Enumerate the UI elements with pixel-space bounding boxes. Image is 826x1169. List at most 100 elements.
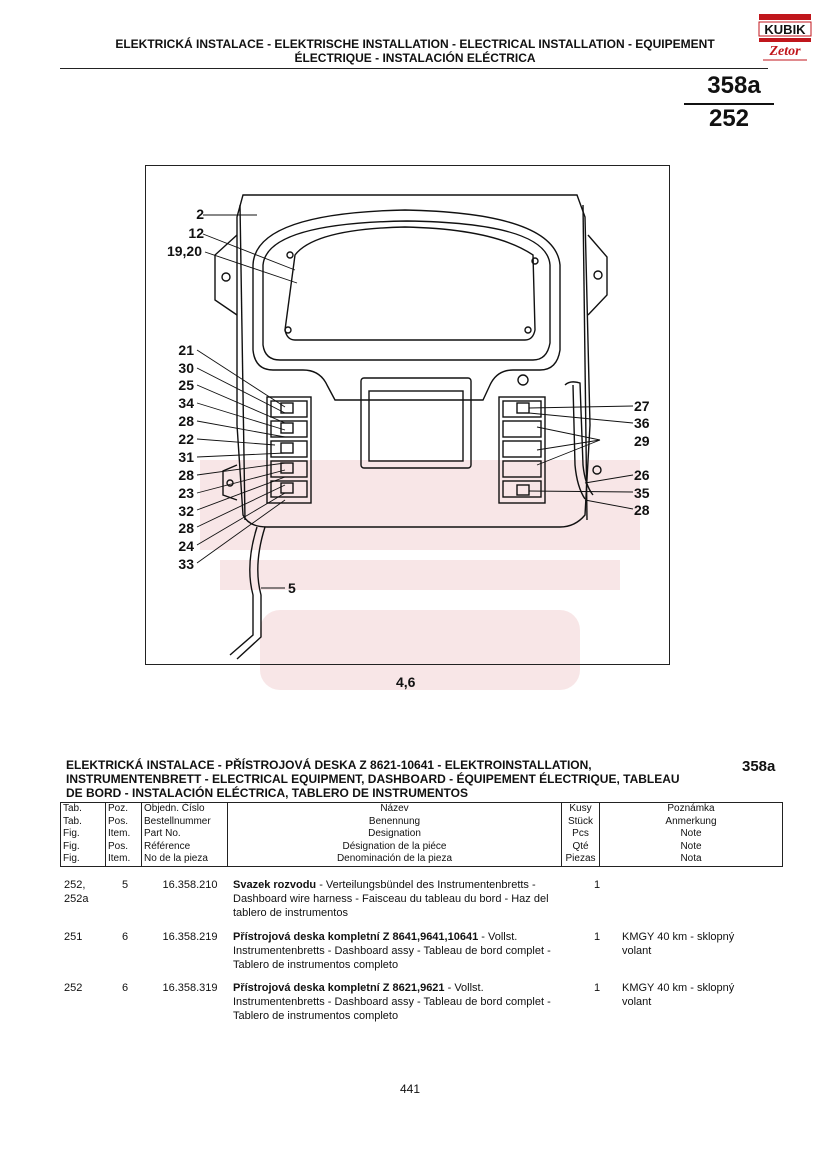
row-pos: 6 xyxy=(121,982,129,994)
row-designation: Přístrojová deska kompletní Z 8621,9621 … xyxy=(233,981,559,1023)
col-note-label: Anmerkung xyxy=(665,815,717,827)
col-name-label: Designation xyxy=(368,828,421,840)
callout-label: 28 xyxy=(178,467,194,483)
row-note: KMGY 40 km - sklopný volant xyxy=(622,931,735,957)
col-tab: Tab. Tab. Fig. Fig. Fig. xyxy=(60,802,106,867)
callout-label: 26 xyxy=(634,467,650,483)
col-name: Název Benennung Designation Désignation … xyxy=(227,802,562,867)
parts-row: 251 6 16.358.219 Přístrojová deska kompl… xyxy=(0,930,826,976)
col-tab-label: Fig. xyxy=(63,828,80,840)
callout-label: 34 xyxy=(178,395,194,411)
dashboard-diagram xyxy=(196,194,634,660)
page-ref-divider xyxy=(684,103,774,105)
document-header: ELEKTRICKÁ INSTALACE - ELEKTRISCHE INSTA… xyxy=(60,37,770,65)
figure-label: 4,6 xyxy=(396,674,416,690)
callout-label: 22 xyxy=(178,431,194,447)
col-part: Objedn. Číslo Bestellnummer Part No. Réf… xyxy=(141,802,228,867)
row-part-no: 16.358.210 xyxy=(162,879,218,891)
col-pos: Poz. Pos. Item. Pos. Item. xyxy=(105,802,142,867)
row-designation-bold: Svazek rozvodu xyxy=(233,879,317,891)
callout-label: 29 xyxy=(634,433,650,449)
col-note-label: Note xyxy=(680,840,702,852)
row-tab: 252, 252a xyxy=(64,879,89,905)
page-ref-bottom: 252 xyxy=(708,105,750,132)
kubik-watermark xyxy=(200,460,640,700)
section-title: ELEKTRICKÁ INSTALACE - PŘÍSTROJOVÁ DESKA… xyxy=(66,758,736,800)
section-number: 358a xyxy=(742,758,776,775)
col-tab-label: Tab. xyxy=(63,815,82,827)
col-qty: Kusy Stück Pcs Qté Piezas xyxy=(561,802,600,867)
callout-label: 32 xyxy=(178,503,194,519)
row-designation-rest: - Vollst. Instrumentenbretts - Dashboard… xyxy=(233,931,551,971)
col-part-label: Objedn. Číslo xyxy=(144,803,205,814)
row-tab: 251 xyxy=(64,931,83,943)
col-pos-label: Item. xyxy=(108,853,131,865)
section-title-line3: DE BORD - INSTALACIÓN ELÉCTRICA, TABLERO… xyxy=(66,786,468,800)
row-designation-bold: Přístrojová deska kompletní Z 8641,9641,… xyxy=(233,931,479,943)
col-pos-label: Poz. xyxy=(108,803,129,814)
page-number: 441 xyxy=(400,1082,421,1096)
row-designation-bold: Přístrojová deska kompletní Z 8621,9621 xyxy=(233,982,445,994)
col-qty-label: Piezas xyxy=(565,853,596,865)
parts-row: 252, 252a 5 16.358.210 Svazek rozvodu - … xyxy=(0,878,826,924)
row-note: KMGY 40 km - sklopný volant xyxy=(622,982,735,1008)
col-part-label: Bestellnummer xyxy=(144,815,211,827)
page-ref-top: 358a xyxy=(707,72,761,99)
col-part-label: Référence xyxy=(144,840,191,852)
kubik-zetor-logo: KUBIK Zetor xyxy=(757,10,813,66)
callout-label: 36 xyxy=(634,415,650,431)
col-note-label: Nota xyxy=(680,853,702,865)
col-qty-label: Qté xyxy=(572,840,589,852)
col-name-label: Denominación de la pieza xyxy=(336,853,453,865)
callout-label: 21 xyxy=(178,342,194,358)
col-name-label: Désignation de la piéce xyxy=(342,840,447,852)
col-qty-label: Stück xyxy=(567,815,593,827)
row-part-no: 16.358.219 xyxy=(162,931,218,943)
figure-frame xyxy=(145,165,670,665)
col-part-label: No de la pieza xyxy=(144,853,208,865)
row-part-no: 16.358.319 xyxy=(162,982,218,994)
callout-label: 28 xyxy=(634,502,650,518)
col-tab-label: Tab. xyxy=(63,803,82,814)
row-qty: 1 xyxy=(593,982,601,994)
logo-top-text: KUBIK xyxy=(764,22,806,37)
col-qty-label: Pcs xyxy=(572,828,589,840)
column-header-table: Tab. Tab. Fig. Fig. Fig. Poz. Pos. Item.… xyxy=(60,802,783,867)
row-tab: 252 xyxy=(64,982,83,994)
callout-label: 23 xyxy=(178,485,194,501)
callout-label: 27 xyxy=(634,398,650,414)
callout-label: 12 xyxy=(188,225,204,241)
callout-label: 30 xyxy=(178,360,194,376)
col-name-label: Benennung xyxy=(368,815,421,827)
parts-row: 252 6 16.358.319 Přístrojová deska kompl… xyxy=(0,981,826,1027)
col-name-label: Název xyxy=(380,803,409,814)
callout-label: 24 xyxy=(178,538,194,554)
callout-label: 35 xyxy=(634,485,650,501)
col-tab-label: Fig. xyxy=(63,853,80,865)
callout-label: 28 xyxy=(178,520,194,536)
callout-label: 5 xyxy=(288,580,296,596)
logo-graphic: KUBIK Zetor xyxy=(758,14,812,61)
callout-label: 33 xyxy=(178,556,194,572)
row-designation: Přístrojová deska kompletní Z 8641,9641,… xyxy=(233,930,559,972)
col-pos-label: Pos. xyxy=(108,840,129,852)
header-rule xyxy=(60,68,768,69)
header-title-line2: ÉLECTRIQUE - INSTALACIÓN ELÉCTRICA xyxy=(294,51,536,65)
section-title-line1: ELEKTRICKÁ INSTALACE - PŘÍSTROJOVÁ DESKA… xyxy=(66,758,592,772)
callout-label: 28 xyxy=(178,413,194,429)
col-note: Poznámka Anmerkung Note Note Nota xyxy=(599,802,783,867)
row-qty: 1 xyxy=(593,931,601,943)
callout-label: 25 xyxy=(178,377,194,393)
col-part-label: Part No. xyxy=(144,828,181,840)
row-designation: Svazek rozvodu - Verteilungsbündel des I… xyxy=(233,878,559,920)
callout-label: 2 xyxy=(196,206,204,222)
row-designation-rest: - Verteilungsbündel des Instrumentenbret… xyxy=(233,879,549,919)
section-title-line2: INSTRUMENTENBRETT - ELECTRICAL EQUIPMENT… xyxy=(66,772,680,786)
logo-bottom-text: Zetor xyxy=(768,44,801,59)
row-pos: 6 xyxy=(121,931,129,943)
col-note-label: Poznámka xyxy=(667,803,715,814)
col-qty-label: Kusy xyxy=(569,803,592,814)
row-qty: 1 xyxy=(593,879,601,891)
callout-label: 19,20 xyxy=(166,243,202,259)
col-pos-label: Item. xyxy=(108,828,131,840)
